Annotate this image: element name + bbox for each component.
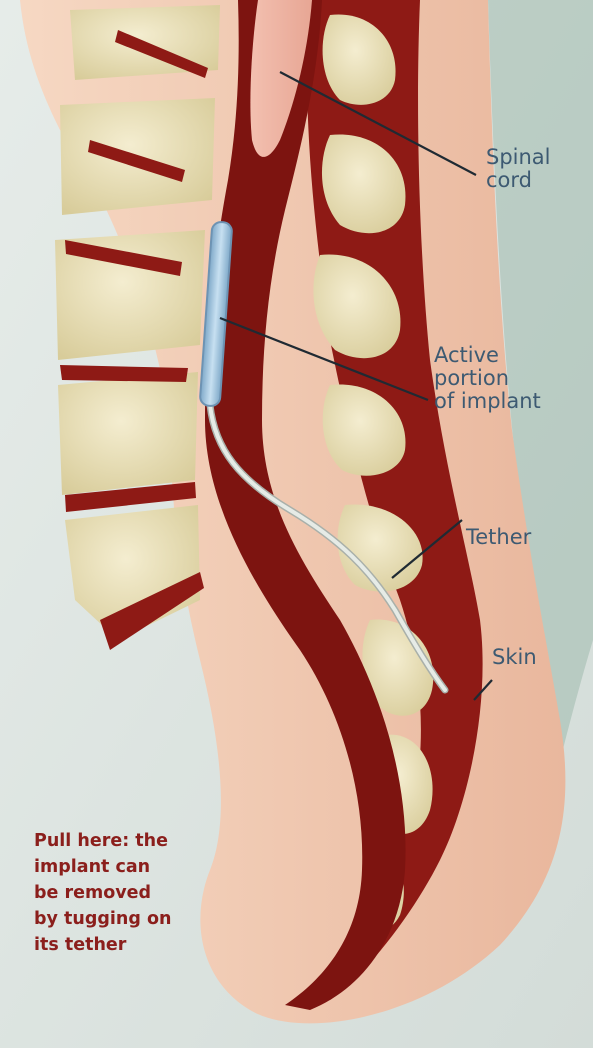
- spinal-cord-label: Spinal cord: [486, 146, 551, 192]
- pull-here-caption: Pull here: the implant can be removed by…: [34, 828, 234, 958]
- active-portion-label: Active portion of implant: [434, 344, 541, 413]
- tether-label: Tether: [466, 526, 531, 549]
- skin-label: Skin: [492, 646, 537, 669]
